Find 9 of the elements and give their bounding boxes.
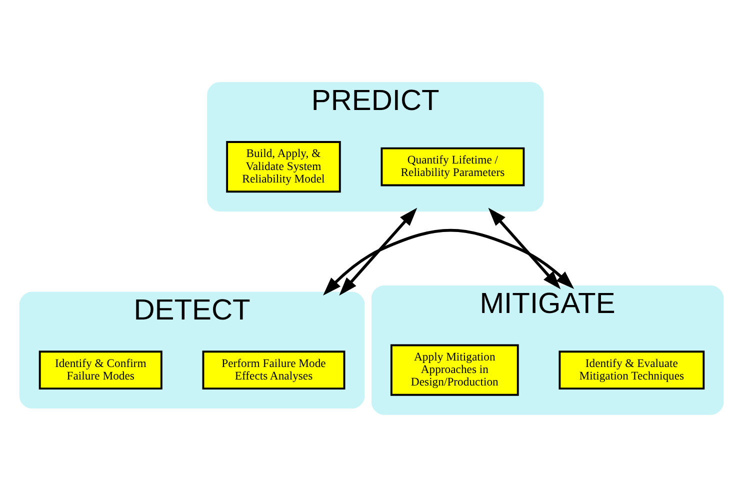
node-box: Build, Apply, & Validate System Reliability Model <box>226 141 341 193</box>
node-box: Quantify Lifetime / Reliability Parameters <box>380 147 525 186</box>
node-box: Apply Mitigation Approaches in Design/Production <box>390 344 519 396</box>
node-box: Perform Failure Mode Effects Analyses <box>202 350 346 390</box>
arrow <box>339 208 418 296</box>
arrow <box>488 208 561 290</box>
node-box: Identify & Confirm Failure Modes <box>38 350 162 390</box>
arrow <box>323 228 574 296</box>
node-box: Identify & Evaluate Mitigation Techniques <box>558 350 705 390</box>
